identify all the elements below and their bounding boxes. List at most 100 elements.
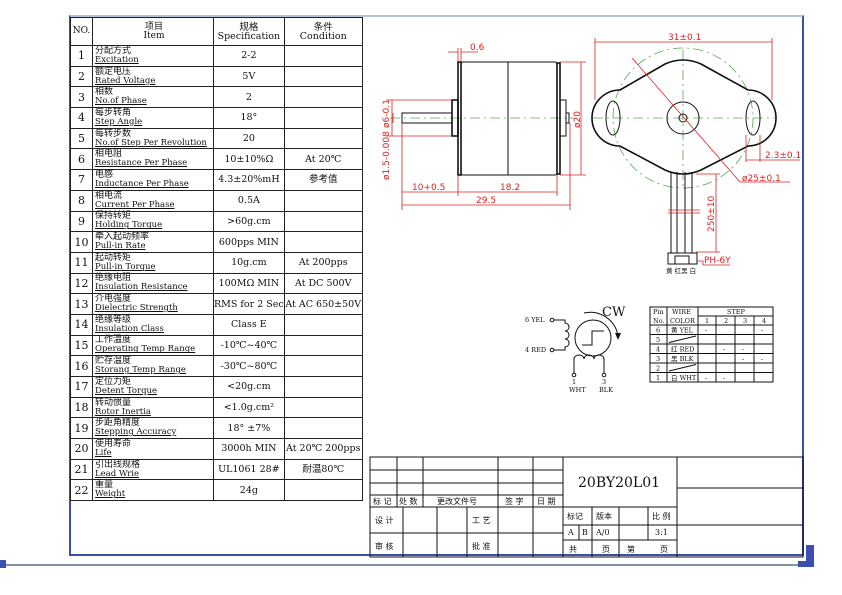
item-en: Inductance Per Phase xyxy=(95,178,189,189)
step-symbol xyxy=(582,330,604,346)
item-zh: 相数 xyxy=(95,87,114,98)
item-zh: 重量 xyxy=(95,480,114,491)
item-zh: 相电流 xyxy=(95,190,123,201)
item-en: Rated Voltage xyxy=(95,75,156,86)
label-design: 设 计 xyxy=(375,515,394,525)
rotor-symbol xyxy=(574,319,612,357)
item-zh: 起动转矩 xyxy=(95,252,132,263)
item-en: Excitation xyxy=(95,54,139,65)
label-page: 页 xyxy=(602,545,610,554)
item-zh: 相电阻 xyxy=(95,149,123,160)
item-en: No.of Phase xyxy=(95,96,147,107)
dim-body-len-label: 18.2 xyxy=(500,183,520,193)
terminal xyxy=(549,317,555,323)
item-en: Rotor Inertia xyxy=(95,406,151,417)
pin-number: 5 xyxy=(656,336,660,344)
dim-flange-label: 0.6 xyxy=(470,43,485,53)
dim-total-label: 29.5 xyxy=(476,196,496,206)
wire-color: 红 RED xyxy=(671,345,694,354)
coil-a xyxy=(554,319,570,351)
item-en: Detent Torque xyxy=(95,385,158,396)
dim-body-dia-label: ø20 xyxy=(573,111,583,128)
item-zh: 定位力矩 xyxy=(95,376,132,387)
label-sign: 签 字 xyxy=(505,496,524,506)
label-scale: 比 例 xyxy=(652,511,671,521)
item-en: Pull-in Torque xyxy=(95,261,156,272)
header-color: COLOR xyxy=(670,317,696,325)
label-page2: 页 xyxy=(660,545,668,554)
pin-number: 6 xyxy=(656,327,660,335)
dim-width-label: 31±0.1 xyxy=(668,33,701,43)
dim-hole-label: 2.3±0.1 xyxy=(765,151,801,161)
header-no: No. xyxy=(653,317,665,325)
item-en: Life xyxy=(95,447,112,458)
lead-1-color: WHT xyxy=(569,386,586,394)
item-zh: 绝缘等级 xyxy=(95,314,132,325)
label-count: 处 数 xyxy=(399,496,418,506)
item-zh: 保持转矩 xyxy=(95,211,132,222)
unused-pin-slash xyxy=(668,335,697,343)
dim-line xyxy=(745,135,800,162)
terminal xyxy=(571,372,577,378)
step-energized-mark: - xyxy=(705,374,707,382)
item-zh: 牵入起动频率 xyxy=(95,232,150,243)
front-view: 31±0.1 ø25±0.1 2.3±0.1 250±10 PH-6Y 黄 红黑… xyxy=(591,33,801,275)
lead-6-label: 6 YEL xyxy=(525,316,545,324)
step-1: 1 xyxy=(705,317,709,325)
item-zh: 绝缘电阻 xyxy=(95,273,132,284)
scale-value: 3:1 xyxy=(655,528,668,537)
motor-body xyxy=(460,61,558,176)
lead-3-number: 3 xyxy=(602,378,606,386)
item-zh: 工作温度 xyxy=(95,335,132,346)
pin-number: 1 xyxy=(656,374,660,382)
side-view: 0.6 ø20 ø6-0.1 ø1.5-0.008 10+0.5 18.2 29… xyxy=(382,43,586,210)
outer-border xyxy=(4,564,812,566)
title-block: 20BY20L01 标 记 处 数 更改文件号 签 字 日 期 设 计 工 艺 … xyxy=(369,456,804,558)
step-energized-mark: - xyxy=(742,346,744,354)
cw-label: CW xyxy=(602,305,626,320)
item-zh: 转动惯量 xyxy=(95,397,132,408)
step-3: 3 xyxy=(743,317,747,325)
terminal xyxy=(601,372,607,378)
step-4: 4 xyxy=(762,317,766,325)
header-wire: WIRE xyxy=(672,308,691,316)
dim-circle-label: ø25±0.1 xyxy=(742,174,781,184)
dim-line xyxy=(401,123,571,210)
step-2: 2 xyxy=(724,317,728,325)
pin-number: 4 xyxy=(656,346,660,354)
corner-mark xyxy=(0,560,6,568)
label-change-doc: 更改文件号 xyxy=(437,496,477,506)
label-mark: 标 记 xyxy=(373,496,392,506)
rear-nub xyxy=(565,112,570,124)
header-cond-en: Condition xyxy=(299,30,347,42)
terminal xyxy=(549,347,555,353)
shaft-end xyxy=(678,113,688,123)
model-number: 20BY20L01 xyxy=(578,475,660,491)
label-total: 共 xyxy=(569,545,577,554)
mark-a: A xyxy=(567,528,574,537)
title-block-grid xyxy=(370,457,803,557)
mounting-flange xyxy=(591,59,777,175)
item-zh: 每转步数 xyxy=(95,128,132,139)
item-en: Step Angle xyxy=(95,116,143,127)
